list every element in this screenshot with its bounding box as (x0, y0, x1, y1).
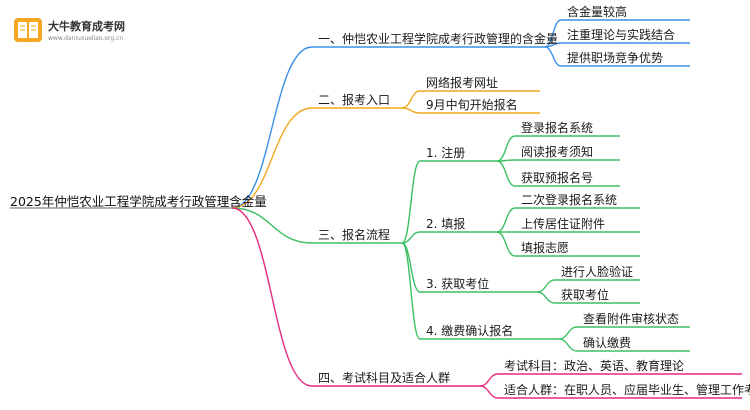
leaf-node-2-2: 9月中旬开始报名 (426, 97, 518, 112)
brand-logo: 大牛教育成考网 www.daniuxueliao.org.cn (14, 18, 125, 42)
edge-branch-1-leaf-3 (544, 46, 562, 67)
brand-name: 大牛教育成考网 (48, 19, 125, 33)
leaf-node-4-2: 适合人群：在职人员、应届毕业生、管理工作考生 (504, 382, 750, 397)
step-leaf-node-4-1: 查看附件审核状态 (583, 311, 679, 326)
step-leaf-node-4-2: 确认缴费 (583, 335, 631, 350)
edge-step-4-leaf-2 (558, 338, 578, 352)
edge-root-branch-3 (231, 207, 313, 244)
step-node-4: 4. 缴费确认报名 (426, 323, 513, 338)
edge-branch-2-leaf-2 (401, 107, 421, 114)
step-node-3: 3. 获取考位 (426, 276, 489, 291)
edge-step-3-leaf-1 (536, 279, 556, 293)
edge-root-branch-2 (231, 107, 313, 209)
leaf-node-1-1: 含金量较高 (567, 4, 627, 19)
edge-branch-4-leaf-2 (479, 385, 499, 399)
step-leaf-node-3-2: 获取考位 (561, 287, 609, 302)
step-leaf-node-2-2: 上传居住证附件 (521, 216, 605, 231)
edge-branch-3-step-1 (401, 160, 421, 244)
step-leaf-node-1-1: 登录报名系统 (521, 120, 593, 135)
leaf-node-1-3: 提供职场竞争优势 (567, 50, 663, 65)
leaf-node-2-1: 网络报考网址 (426, 75, 498, 90)
step-node-2: 2. 填报 (426, 216, 465, 231)
branch-node-4: 四、考试科目及适合人群 (318, 370, 450, 385)
edge-step-3-leaf-2 (536, 291, 556, 304)
edge-root-branch-4 (231, 207, 313, 387)
edge-branch-3-step-4 (401, 242, 421, 340)
branch-node-2: 二、报考入口 (318, 92, 390, 107)
book-icon (14, 18, 42, 42)
edge-step-1-leaf-3 (496, 160, 516, 187)
mindmap-edges (10, 19, 742, 399)
step-node-1: 1. 注册 (426, 145, 465, 160)
step-leaf-node-1-2: 阅读报考须知 (521, 144, 593, 159)
step-leaf-node-3-1: 进行人脸验证 (561, 264, 633, 279)
edge-step-2-leaf-1 (496, 207, 516, 233)
edge-step-4-leaf-1 (558, 326, 578, 340)
branch-node-3: 三、报名流程 (318, 227, 390, 242)
root-node: 2025年仲恺农业工程学院成考行政管理含金量 (10, 194, 267, 209)
leaf-node-1-2: 注重理论与实践结合 (567, 27, 675, 42)
brand-url: www.daniuxueliao.org.cn (48, 35, 123, 42)
branch-node-1: 一、仲恺农业工程学院成考行政管理的含金量 (318, 31, 558, 46)
edge-step-2-leaf-3 (496, 231, 516, 257)
mindmap-nodes: 2025年仲恺农业工程学院成考行政管理含金量 一、仲恺农业工程学院成考行政管理的含… (10, 4, 750, 397)
leaf-node-4-1: 考试科目：政治、英语、教育理论 (504, 358, 684, 373)
step-leaf-node-2-1: 二次登录报名系统 (521, 192, 617, 207)
step-leaf-node-2-3: 填报志愿 (521, 240, 569, 255)
edge-branch-2-leaf-1 (401, 90, 421, 109)
edge-branch-3-step-2 (401, 231, 421, 244)
edge-branch-4-leaf-1 (479, 373, 499, 387)
edge-root-branch-1 (231, 46, 313, 209)
edge-step-1-leaf-1 (496, 135, 516, 162)
step-leaf-node-1-3: 获取预报名号 (521, 170, 593, 185)
